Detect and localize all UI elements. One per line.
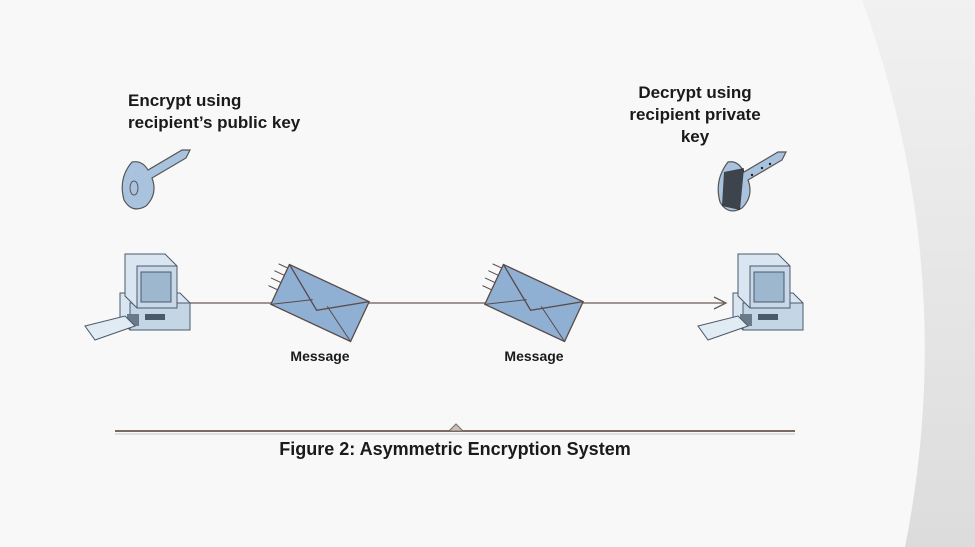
receiver-computer-icon bbox=[697, 253, 804, 341]
figure-caption: Figure 2: Asymmetric Encryption System bbox=[279, 439, 631, 459]
message-label: Message bbox=[504, 348, 564, 364]
sender-computer-icon bbox=[84, 253, 191, 341]
message-envelope-icon bbox=[482, 263, 585, 343]
decrypt-caption-line2: recipient private bbox=[629, 105, 761, 124]
encrypt-caption-line2: recipient’s public key bbox=[128, 113, 301, 132]
message-label: Message bbox=[290, 348, 350, 364]
private-key-icon bbox=[717, 151, 787, 212]
encrypt-caption-line1: Encrypt using bbox=[128, 91, 242, 110]
divider-marker-icon bbox=[447, 423, 465, 432]
decrypt-caption-line1: Decrypt using bbox=[638, 83, 752, 102]
slide-background bbox=[0, 0, 925, 547]
arrow-head-icon bbox=[713, 296, 728, 310]
public-key-icon bbox=[121, 149, 191, 210]
decrypt-caption-line3: key bbox=[680, 127, 710, 146]
message-envelope-icon bbox=[268, 263, 371, 343]
encrypt-caption: Encrypt using recipient’s public key bbox=[128, 90, 300, 134]
decrypt-caption: Decrypt using recipient private key bbox=[610, 82, 780, 148]
